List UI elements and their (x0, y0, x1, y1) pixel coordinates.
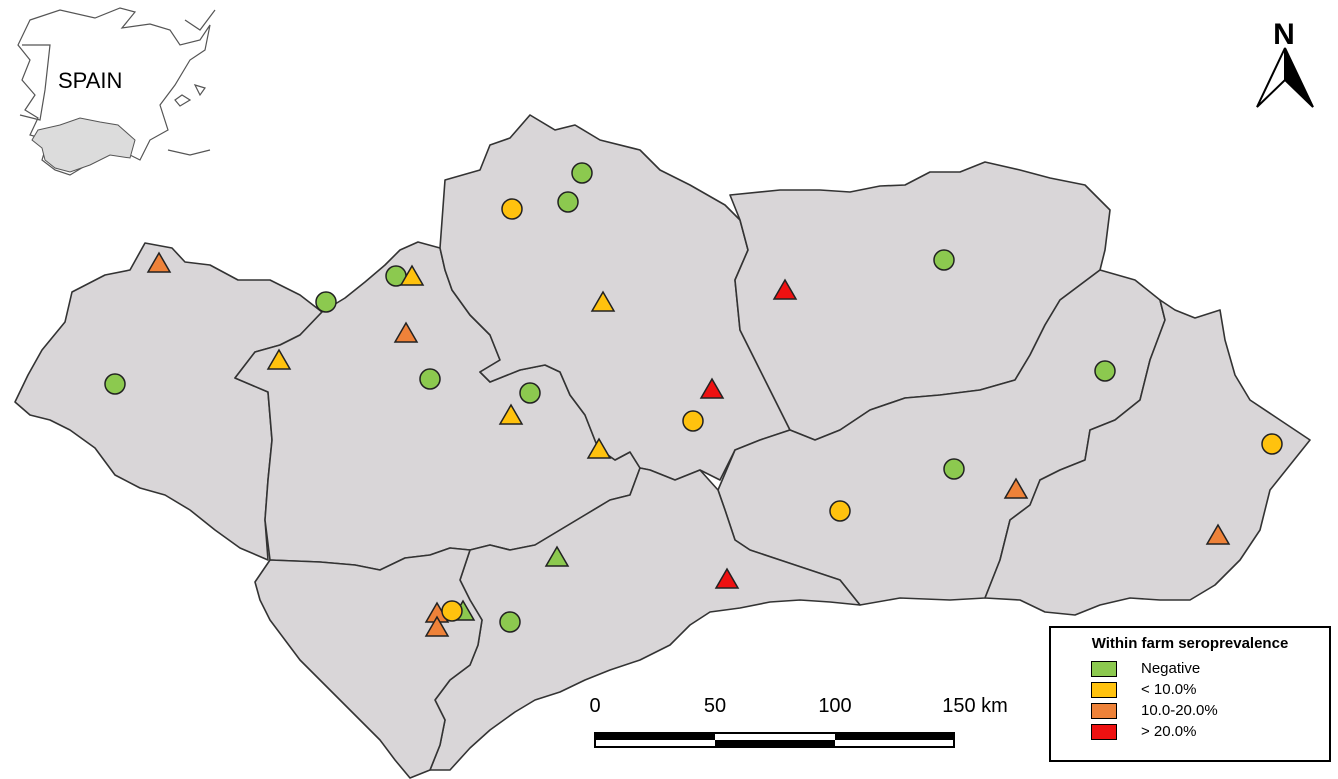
north-arrow-left-half (1256, 47, 1286, 108)
farm-marker-circle-under-10 (1261, 433, 1283, 455)
farm-marker-circle-under-10 (829, 500, 851, 522)
farm-marker-triangle-under-10 (399, 264, 425, 286)
province-almeria (984, 299, 1311, 616)
farm-marker-circle-negative (519, 382, 541, 404)
legend-label-under-10: < 10.0% (1141, 681, 1197, 698)
provinces-layer (14, 114, 1311, 779)
farm-marker-circle-negative (557, 191, 579, 213)
farm-marker-triangle-under-10 (586, 437, 612, 459)
legend-label-negative: Negative (1141, 660, 1201, 677)
scale-bar-segment-2 (715, 740, 835, 747)
farm-marker-triangle-negative (544, 545, 570, 567)
north-label: N (1273, 18, 1295, 51)
legend-items: Negative < 10.0% 10.0-20.0% > 20.0% (1091, 658, 1329, 742)
farm-marker-triangle-over-20 (699, 377, 725, 399)
farm-marker-circle-under-10 (441, 600, 463, 622)
farm-marker-circle-under-10 (682, 410, 704, 432)
province-huelva (14, 242, 323, 561)
farm-marker-circle-negative (499, 611, 521, 633)
legend-item-under-10: < 10.0% (1091, 679, 1329, 700)
legend-swatch-negative (1091, 660, 1117, 677)
farm-marker-circle-negative (571, 162, 593, 184)
north-arrow-right-half (1284, 47, 1314, 108)
farm-marker-circle-negative (315, 291, 337, 313)
scale-bar-segment-1 (595, 733, 715, 740)
farm-marker-triangle-10-20 (146, 251, 172, 273)
province-cadiz (254, 547, 483, 779)
scale-bar: 0 50 100 150 km (589, 695, 1008, 748)
legend-swatch-under-10 (1091, 681, 1117, 698)
farm-marker-triangle-10-20 (1003, 477, 1029, 499)
legend-item-10-20: 10.0-20.0% (1091, 700, 1329, 721)
farm-marker-triangle-10-20 (424, 615, 450, 637)
province-cordoba (439, 114, 791, 481)
legend-label-10-20: 10.0-20.0% (1141, 702, 1218, 719)
legend-item-negative: Negative (1091, 658, 1329, 679)
legend-swatch-10-20 (1091, 702, 1117, 719)
farm-marker-triangle-10-20 (1205, 523, 1231, 545)
farm-marker-circle-under-10 (501, 198, 523, 220)
scale-tick-50: 50 (704, 695, 726, 717)
scale-tick-0: 0 (589, 695, 600, 717)
spain-inset-map (17, 7, 216, 176)
farm-marker-triangle-over-20 (772, 278, 798, 300)
scale-tick-150: 150 km (942, 695, 1008, 717)
farm-marker-circle-negative (104, 373, 126, 395)
legend: Within farm seroprevalence Negative < 10… (1049, 626, 1331, 762)
farm-marker-circle-negative (1094, 360, 1116, 382)
farm-marker-circle-negative (419, 368, 441, 390)
scale-bar-segment-3 (835, 733, 954, 740)
farm-marker-triangle-under-10 (266, 348, 292, 370)
markers-layer (104, 162, 1283, 637)
legend-swatch-over-20 (1091, 723, 1117, 740)
andalusia-highlight (31, 117, 136, 173)
farm-marker-triangle-under-10 (590, 290, 616, 312)
scale-tick-100: 100 (818, 695, 851, 717)
legend-title: Within farm seroprevalence (1091, 635, 1289, 652)
farm-marker-circle-negative (943, 458, 965, 480)
north-arrow: N (1256, 18, 1314, 108)
legend-item-over-20: > 20.0% (1091, 721, 1329, 742)
inset-label: SPAIN (58, 68, 122, 93)
farm-marker-triangle-10-20 (393, 321, 419, 343)
legend-label-over-20: > 20.0% (1141, 723, 1197, 740)
farm-marker-circle-negative (933, 249, 955, 271)
farm-marker-triangle-under-10 (498, 403, 524, 425)
farm-marker-triangle-over-20 (714, 567, 740, 589)
